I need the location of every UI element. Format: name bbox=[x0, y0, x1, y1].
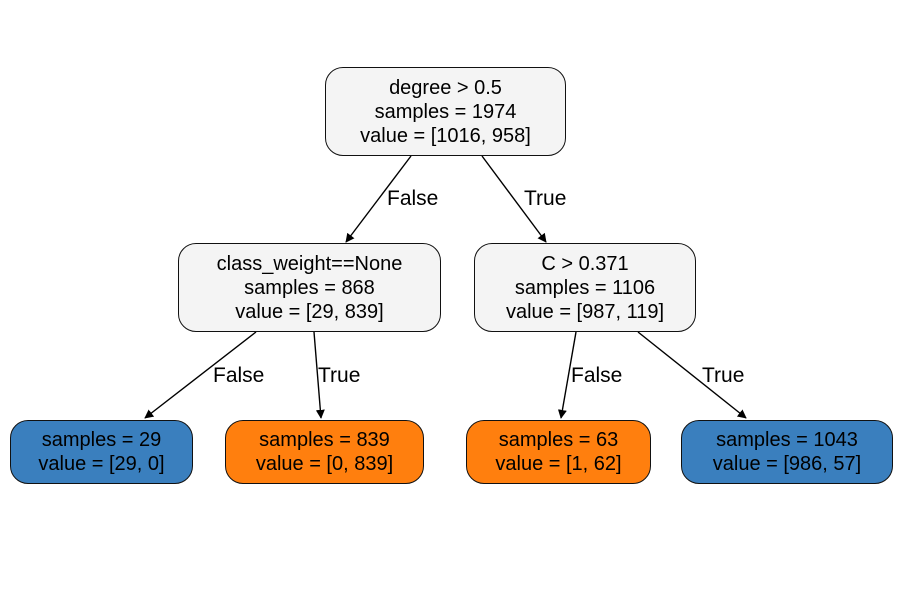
node-samples-label: samples = 839 bbox=[259, 429, 390, 451]
node-split-label: class_weight==None bbox=[216, 252, 403, 275]
node-samples-label: samples = 1106 bbox=[514, 276, 656, 299]
edge-label-right-leaf4: True bbox=[702, 364, 745, 387]
node-value-label: value = [987, 119] bbox=[505, 300, 665, 323]
node-split-label: degree > 0.5 bbox=[389, 76, 502, 99]
tree-leaf-1: samples = 29 value = [29, 0] bbox=[10, 420, 193, 484]
edge-label-root-right: True bbox=[524, 187, 567, 210]
tree-leaf-2: samples = 839 value = [0, 839] bbox=[225, 420, 424, 484]
edge-label-left-leaf1: False bbox=[213, 364, 265, 387]
tree-node-root: degree > 0.5 samples = 1974 value = [101… bbox=[325, 67, 566, 156]
tree-node-left: class_weight==None samples = 868 value =… bbox=[178, 243, 441, 332]
node-value-label: value = [0, 839] bbox=[255, 453, 394, 475]
edge-right-leaf3 bbox=[557, 331, 577, 419]
node-split-label: C > 0.371 bbox=[541, 252, 629, 275]
edge-right-leaf4 bbox=[637, 331, 747, 419]
tree-node-right: C > 0.371 samples = 1106 value = [987, 1… bbox=[474, 243, 696, 332]
edge-left-leaf1 bbox=[144, 331, 257, 419]
node-value-label: value = [29, 0] bbox=[38, 453, 165, 475]
edge-root-right bbox=[481, 155, 547, 243]
node-value-label: value = [986, 57] bbox=[712, 453, 862, 475]
edge-root-left bbox=[345, 155, 412, 243]
edge-label-left-leaf2: True bbox=[318, 364, 361, 387]
node-value-label: value = [1, 62] bbox=[495, 453, 622, 475]
node-samples-label: samples = 29 bbox=[41, 429, 162, 451]
edge-label-root-left: False bbox=[387, 187, 439, 210]
tree-leaf-3: samples = 63 value = [1, 62] bbox=[466, 420, 651, 484]
node-value-label: value = [29, 839] bbox=[235, 300, 384, 323]
edge-label-right-leaf3: False bbox=[571, 364, 623, 387]
edge-left-leaf2 bbox=[313, 331, 325, 419]
node-samples-label: samples = 1974 bbox=[374, 100, 517, 123]
node-samples-label: samples = 868 bbox=[244, 276, 375, 299]
node-value-label: value = [1016, 958] bbox=[360, 124, 531, 147]
tree-leaf-4: samples = 1043 value = [986, 57] bbox=[681, 420, 893, 484]
node-samples-label: samples = 1043 bbox=[716, 429, 858, 451]
node-samples-label: samples = 63 bbox=[498, 429, 619, 451]
